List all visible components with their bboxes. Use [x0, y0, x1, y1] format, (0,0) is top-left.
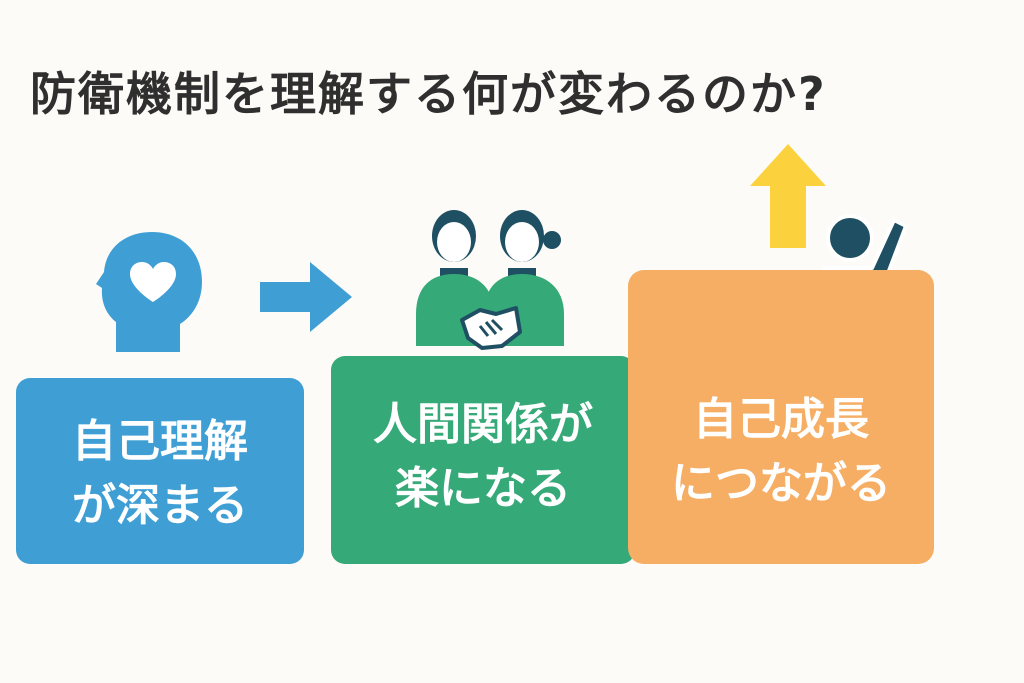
head-heart-icon	[96, 232, 202, 352]
step-relationships: 人間関係が 楽になる	[331, 356, 635, 564]
step-label-line2: 楽になる	[395, 463, 571, 514]
step-label-line1: 人間関係が	[373, 399, 593, 450]
step-label-line2: が深まる	[72, 480, 248, 531]
step-label-line1: 自己理解	[72, 416, 248, 467]
step-label-line2: につながる	[671, 458, 891, 509]
page-title: 防衛機制を理解する何が変わるのか?	[30, 67, 827, 121]
step-label-line1: 自己成長	[693, 394, 869, 445]
step-self-growth: 自己成長 につながる	[628, 270, 934, 564]
arrow-up-icon	[750, 144, 826, 248]
arrow-right-icon	[260, 262, 352, 332]
handshake-people-icon	[416, 210, 564, 350]
step-self-understanding: 自己理解 が深まる	[16, 378, 304, 564]
